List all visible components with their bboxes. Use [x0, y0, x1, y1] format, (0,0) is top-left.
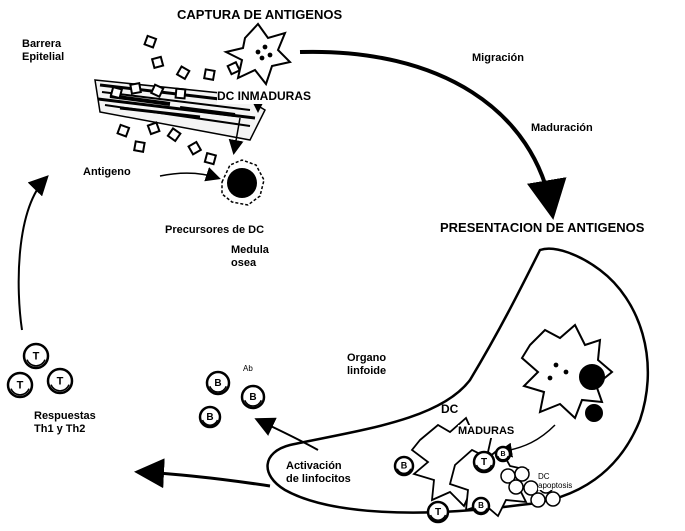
b-cell-letter: B	[206, 412, 213, 423]
b-cell-group: B B B	[200, 372, 264, 427]
t-cell-letter: T	[17, 379, 24, 391]
antigen-arrow	[160, 173, 218, 178]
t-cell-group: T T T	[8, 344, 72, 397]
activation-to-response-arrow	[140, 472, 270, 486]
b-cell: B	[200, 407, 220, 427]
th-responses-label: Respuestas Th1 y Th2	[34, 410, 96, 435]
b-cell: B	[473, 498, 489, 514]
lymphocyte-activation-label: Activación de linfocitos	[286, 460, 351, 485]
antigen-presentation-title: PRESENTACION DE ANTIGENOS	[440, 221, 644, 236]
dc-apoptosis-label: DC apoptosis	[538, 472, 572, 490]
maturation-label: Maduración	[531, 122, 593, 135]
t-cell-letter: T	[57, 375, 64, 387]
response-to-antigen-arrow	[19, 178, 46, 330]
t-cell: T	[428, 502, 448, 522]
immature-dc-label: DC INMADURAS	[217, 90, 311, 104]
dc-precursor-icon	[222, 160, 264, 205]
b-cell-letter: B	[249, 392, 256, 403]
lymphoid-organ-label: Organo linfoide	[347, 352, 386, 377]
b-cell-letter: B	[401, 461, 408, 471]
b-cell: B	[395, 457, 413, 475]
epithelial-barrier-label: Barrera Epitelial	[22, 38, 64, 63]
immature-dc-icon	[226, 24, 290, 84]
b-cell: B	[207, 372, 229, 394]
dc-label: DC	[441, 403, 458, 417]
antigen-capture-title: CAPTURA DE ANTIGENOS	[177, 8, 342, 23]
t-cell: T	[48, 369, 72, 393]
antibody-label: Ab	[243, 364, 253, 373]
t-cell-letter: T	[481, 457, 487, 468]
t-cell-letter: T	[33, 350, 40, 362]
dc-precursors-label: Precursores de DC	[165, 224, 264, 237]
mature-label: MADURAS	[458, 425, 514, 438]
migration-label: Migración	[472, 52, 524, 65]
migration-arrow	[300, 52, 552, 212]
t-cell-letter: T	[435, 507, 441, 518]
b-cell-letter: B	[500, 451, 505, 458]
b-cell-letter: B	[478, 501, 484, 510]
b-cell: B	[496, 447, 510, 461]
t-cell: T	[474, 452, 494, 472]
t-cell: T	[8, 373, 32, 397]
b-cell-letter: B	[214, 378, 221, 389]
t-cell: T	[24, 344, 48, 368]
bone-marrow-label: Medula osea	[231, 244, 269, 269]
antigen-label: Antigeno	[83, 166, 131, 179]
b-cell: B	[242, 386, 264, 408]
